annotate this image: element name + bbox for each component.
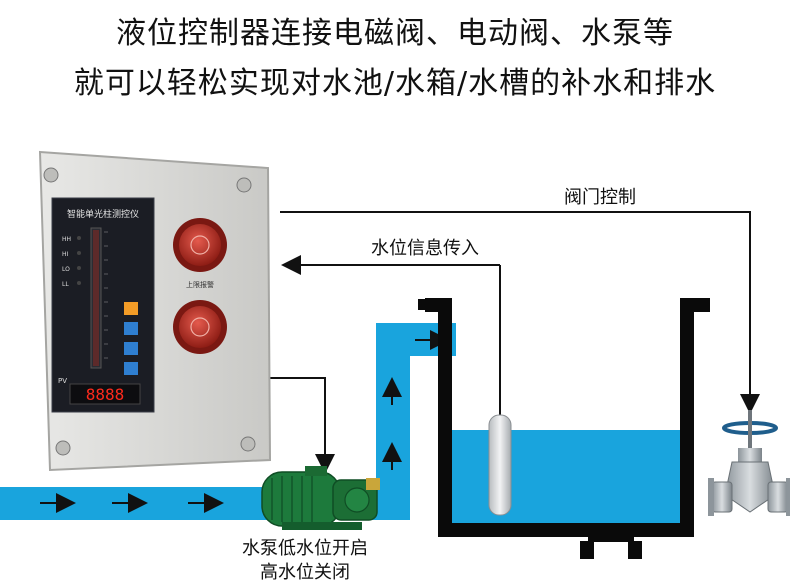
- svg-text:HH: HH: [62, 236, 71, 243]
- water-tank: [418, 298, 710, 559]
- water-pump: [261, 466, 380, 530]
- up-button[interactable]: [124, 362, 138, 375]
- set-button[interactable]: [124, 302, 138, 315]
- down-button[interactable]: [124, 342, 138, 355]
- flow-arrows: [40, 330, 450, 513]
- svg-text:HI: HI: [62, 251, 69, 258]
- indicator-hh: HH: [62, 236, 81, 243]
- level-signal-label: 水位信息传入: [371, 238, 479, 259]
- indicator-ll: LL: [62, 281, 81, 288]
- title-line-1: 液位控制器连接电磁阀、电动阀、水泵等: [116, 16, 674, 51]
- level-sensor: [488, 265, 512, 516]
- indicator-hi: HI: [62, 251, 81, 258]
- alarm-label: 上限报警: [186, 280, 214, 289]
- valve-control-label: 阀门控制: [564, 187, 636, 208]
- indicator-lo: LO: [62, 266, 81, 273]
- pump-note-line-2: 高水位关闭: [260, 562, 350, 583]
- valve-control-line: [280, 211, 760, 414]
- shift-button[interactable]: [124, 322, 138, 335]
- title-line-2: 就可以轻松实现对水池/水箱/水槽的补水和排水: [73, 66, 717, 101]
- pump-control-line: [258, 377, 335, 474]
- panel-title: 智能单光柱测控仪: [67, 208, 139, 220]
- level-controller: 智能单光柱测控仪 HH HI LO LL PV 8888 上限报警: [38, 150, 272, 472]
- alarm-light-lower: [173, 300, 227, 354]
- pv-display: 8888: [86, 385, 125, 404]
- svg-text:LO: LO: [62, 266, 70, 273]
- pump-note-line-1: 水泵低水位开启: [242, 538, 368, 559]
- alarm-light-upper: [173, 218, 227, 272]
- pv-label: PV: [58, 377, 67, 385]
- gate-valve: [708, 410, 790, 516]
- svg-text:LL: LL: [62, 281, 69, 288]
